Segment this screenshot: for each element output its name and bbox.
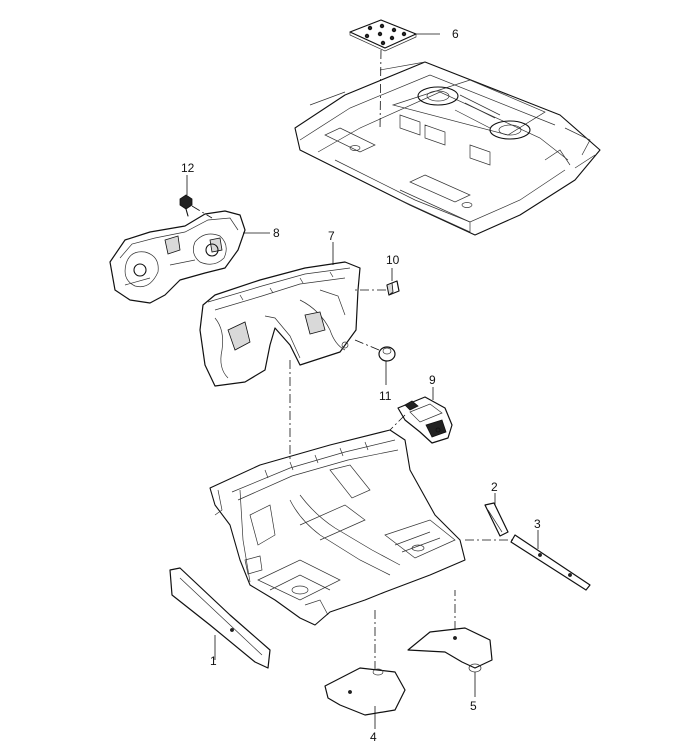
- leader-12-mount: [191, 205, 213, 219]
- callout-4: 4: [370, 730, 377, 744]
- part-1-side-insulation: [169, 567, 271, 669]
- part-4-floor-mat: [324, 667, 406, 716]
- callout-2: 2: [491, 480, 498, 494]
- leader-11-mount: [354, 339, 380, 351]
- part-6-floor-plate: [349, 19, 417, 52]
- callout-6: 6: [452, 27, 459, 41]
- part-11-grommet: [378, 346, 396, 362]
- part-10-clip: [386, 280, 400, 296]
- callout-5: 5: [470, 699, 477, 713]
- callout-10: 10: [386, 253, 400, 267]
- part-7-firewall-insulation: [199, 261, 361, 387]
- rear-floor-assembly: [294, 61, 601, 236]
- part-3-strip: [510, 534, 591, 591]
- part-8-heat-shield: [109, 210, 246, 304]
- leader-9-mount: [389, 414, 406, 431]
- part-2-side-panel: [484, 502, 509, 537]
- callout-11: 11: [379, 389, 392, 403]
- front-floor-assembly: [209, 429, 466, 626]
- callout-3: 3: [534, 517, 541, 531]
- part-9-bracket: [397, 396, 453, 444]
- callout-7: 7: [328, 229, 335, 243]
- callout-1: 1: [210, 654, 217, 668]
- leader-6-mount: [379, 49, 382, 131]
- part-12-bolt: [179, 194, 193, 217]
- part-5-floor-mat: [407, 627, 493, 673]
- callout-12: 12: [181, 161, 195, 175]
- callout-8: 8: [273, 226, 280, 240]
- callout-9: 9: [429, 373, 436, 387]
